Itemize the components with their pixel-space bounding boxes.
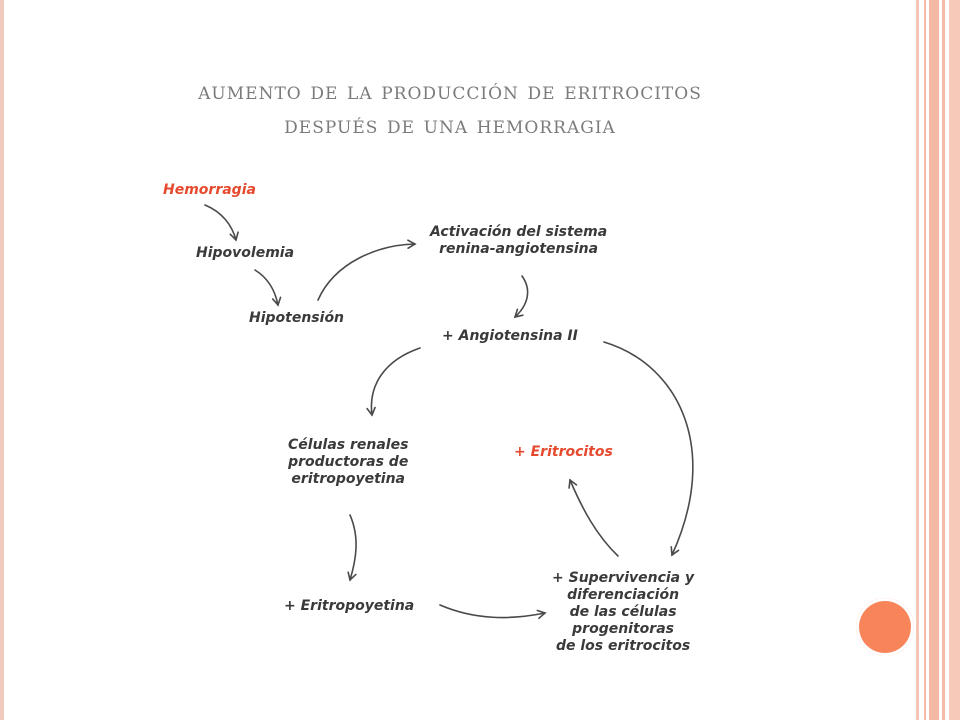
node-hipotension: Hipotensión (249, 310, 345, 326)
title-line-2: después de una hemorragia (284, 111, 616, 139)
node-line: de las células (569, 604, 677, 620)
stripe (949, 0, 960, 720)
node-line: eritropoyetina (291, 471, 406, 487)
node-line: progenitoras (572, 621, 674, 637)
stripe (916, 0, 919, 720)
node-hemorragia: Hemorragia (163, 182, 256, 198)
arrow-eritropoyetina-supervivencia (439, 604, 547, 620)
stripe (924, 0, 926, 720)
decorative-stripes (916, 0, 960, 720)
node-hipovolemia: Hipovolemia (196, 245, 295, 261)
node-supervivencia: + Supervivencia y diferenciación de las … (552, 570, 694, 655)
arrow-hipovolemia-hipotension (254, 269, 282, 307)
node-eritropoyetina: + Eritropoyetina (284, 598, 415, 614)
node-line: de los eritrocitos (555, 638, 691, 654)
node-line: productoras de (288, 454, 409, 470)
node-eritrocitos: + Eritrocitos (514, 444, 613, 460)
stripe (942, 0, 945, 720)
node-line: Activación del sistema (430, 224, 608, 240)
slide-title: aumento de la producción de eritrocitos … (60, 74, 840, 142)
node-line: + Supervivencia y (552, 570, 695, 586)
node-activacion-renina: Activación del sistema renina-angiotensi… (430, 224, 607, 258)
title-line-1: aumento de la producción de eritrocitos (198, 77, 702, 105)
arrow-hemorragia-hipovolemia (204, 204, 239, 242)
arrow-angiotensina-celulas (366, 347, 421, 417)
node-line: renina-angiotensina (439, 241, 599, 257)
arrow-celulas-eritropoyetina (347, 514, 357, 582)
left-border (0, 0, 4, 720)
node-line: diferenciación (567, 587, 680, 603)
node-line: Células renales (288, 437, 409, 453)
arrow-supervivencia-eritrocitos (568, 478, 619, 557)
node-celulas-renales: Células renales productoras de eritropoy… (288, 437, 408, 488)
stripe (929, 0, 939, 720)
arrow-activacion-angiotensina (513, 275, 529, 319)
arrow-angiotensina-supervivencia (603, 341, 694, 557)
node-angiotensina-ii: + Angiotensina II (442, 328, 578, 344)
arrow-hipotension-activacion (317, 239, 417, 301)
accent-circle (856, 598, 914, 656)
